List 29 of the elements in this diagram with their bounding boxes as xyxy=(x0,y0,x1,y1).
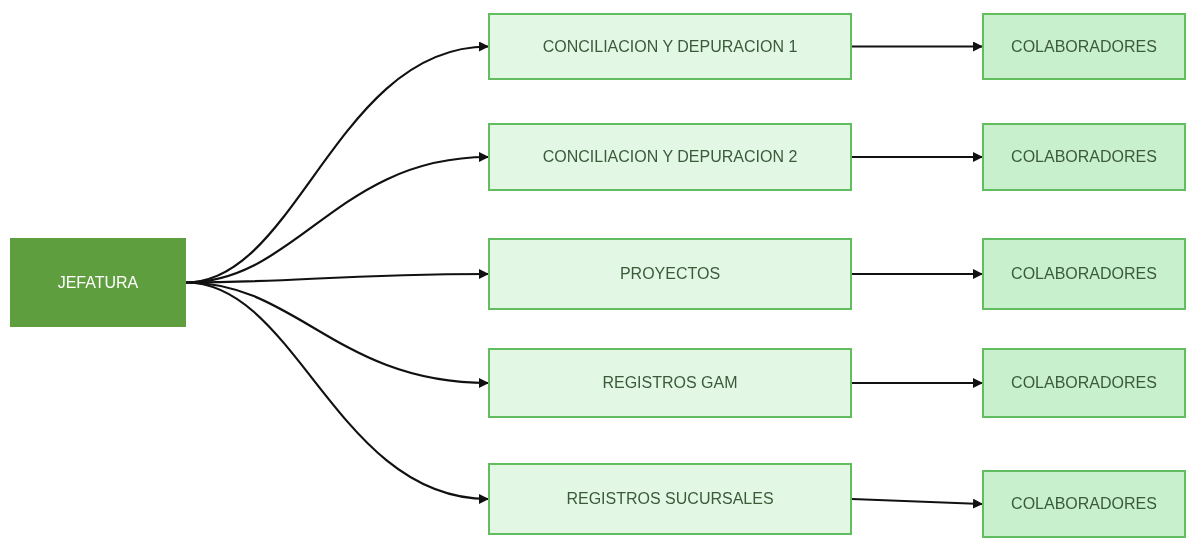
arrow xyxy=(852,152,983,162)
arrow xyxy=(185,281,489,503)
process-box xyxy=(982,470,1186,538)
process-box xyxy=(488,123,852,191)
process-box xyxy=(982,13,1186,80)
box-label: REGISTROS SUCURSALES xyxy=(566,490,774,508)
arrow xyxy=(186,269,489,284)
arrow xyxy=(852,269,983,279)
box-label: COLABORADORES xyxy=(1011,495,1157,513)
process-box xyxy=(10,238,186,327)
process-box xyxy=(488,13,852,80)
arrow xyxy=(851,497,983,509)
process-box xyxy=(488,348,852,418)
box-label: COLABORADORES xyxy=(1011,265,1157,283)
box-label: CONCILIACION Y DEPURACION 1 xyxy=(542,37,798,56)
process-box xyxy=(488,463,852,535)
box-label: JEFATURA xyxy=(57,273,139,292)
arrow xyxy=(852,41,983,52)
box-label: CONCILIACION Y DEPURACION 2 xyxy=(542,148,798,166)
box-label: COLABORADORES xyxy=(1011,148,1157,166)
box-label: PROYECTOS xyxy=(619,265,721,283)
box-label: COLABORADORES xyxy=(1011,37,1157,56)
box-label: REGISTROS GAM xyxy=(602,374,738,392)
box-label: COLABORADORES xyxy=(1011,374,1157,392)
process-box xyxy=(982,123,1186,191)
process-box xyxy=(982,238,1186,310)
process-box xyxy=(488,238,852,310)
process-box xyxy=(982,348,1186,418)
arrow xyxy=(852,378,983,388)
